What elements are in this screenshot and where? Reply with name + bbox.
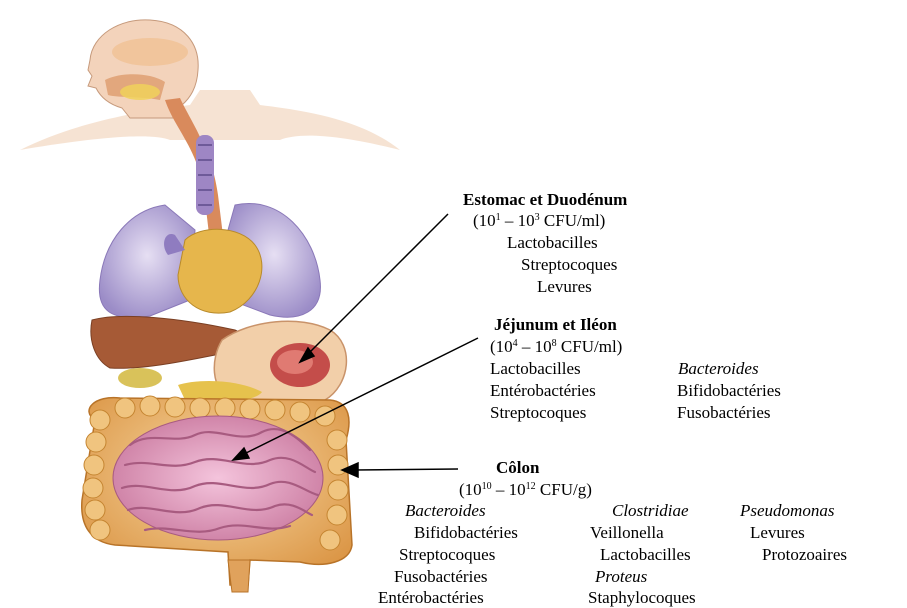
colon-organism: Clostridiae (612, 500, 689, 521)
colon-organism: Veillonella (590, 522, 664, 543)
rectum (228, 560, 250, 592)
colon-organism: Streptocoques (399, 544, 495, 565)
colon-organism: Bifidobactéries (414, 522, 518, 543)
pointer-stomach (306, 214, 448, 356)
colon-organism: Levures (750, 522, 805, 543)
colon-organism: Fusobactéries (394, 566, 487, 587)
pointer-colon (354, 469, 458, 470)
jejunum-organism: Fusobactéries (677, 402, 770, 423)
jejunum-organism: Lactobacilles (490, 358, 581, 379)
colon-organism: Entérobactéries (378, 587, 484, 608)
colon-count: (1010 – 1012 CFU/g) (459, 479, 592, 500)
stomach-count: (101 – 103 CFU/ml) (473, 210, 605, 231)
jejunum-organism: Entérobactéries (490, 380, 596, 401)
colon-organism: Proteus (595, 566, 647, 587)
stomach-organism: Streptocoques (521, 254, 617, 275)
colon-organism: Pseudomonas (740, 500, 834, 521)
colon-title: Côlon (496, 457, 539, 478)
stomach-organism: Levures (537, 276, 592, 297)
stomach-organism: Lactobacilles (507, 232, 598, 253)
stomach-title: Estomac et Duodénum (463, 189, 627, 210)
jejunum-title: Jéjunum et Iléon (494, 314, 617, 335)
small-intestine (113, 416, 323, 540)
colon-organism: Bacteroides (405, 500, 486, 521)
colon-organism: Protozoaires (762, 544, 847, 565)
jejunum-count: (104 – 108 CFU/ml) (490, 336, 622, 357)
colon-organism: Staphylocoques (588, 587, 696, 608)
colon-organism: Lactobacilles (600, 544, 691, 565)
jejunum-organism: Streptocoques (490, 402, 586, 423)
jejunum-organism: Bifidobactéries (677, 380, 781, 401)
jejunum-organism: Bacteroides (678, 358, 759, 379)
